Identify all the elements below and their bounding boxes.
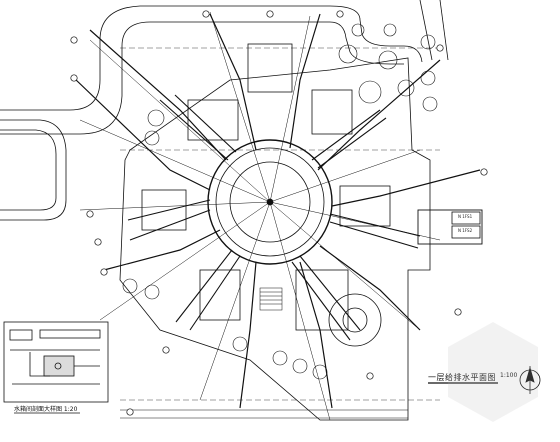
axis-lines <box>120 47 440 401</box>
existing-building-inner <box>0 129 57 211</box>
pipe-runs <box>73 13 481 409</box>
wedge-walls <box>127 94 421 341</box>
legend-box-inner-1 <box>451 211 481 225</box>
room-top-center <box>247 43 293 93</box>
detail-title: 水箱间剖面大样图 1:20 <box>14 406 78 413</box>
central-drum-outer <box>207 139 333 265</box>
central-drum-inner <box>229 161 311 243</box>
room-top-left <box>187 99 239 141</box>
room-right-center <box>339 185 391 227</box>
room-bottom-right <box>295 269 349 331</box>
room-right-upper <box>311 89 353 135</box>
stair <box>259 287 283 311</box>
round-pavilion-inner <box>342 307 368 333</box>
legend-label-2: N 1FS2 <box>458 228 473 233</box>
trees <box>122 34 438 380</box>
road-inner <box>0 21 404 135</box>
round-tables <box>338 23 415 104</box>
room-left <box>141 189 187 231</box>
watermark-logo-icon <box>448 322 538 422</box>
north-arrow-icon <box>519 366 541 394</box>
room-bottom-left <box>199 269 241 321</box>
axis-bubbles <box>70 10 488 416</box>
legend-box-inner-2 <box>451 225 481 239</box>
round-pavilion <box>328 293 382 347</box>
central-drum-mid <box>215 147 325 257</box>
building-outline <box>119 57 431 421</box>
legend-box <box>417 209 483 245</box>
road-outer <box>0 5 423 111</box>
drawing-scale: 1:100 <box>500 372 517 379</box>
legend-label-1: N 1FS1 <box>458 214 473 219</box>
detail-inset <box>3 321 109 403</box>
drawing-title: 一层给排水平面图 <box>428 372 496 383</box>
existing-building <box>0 119 67 221</box>
property-line-2 <box>439 0 449 61</box>
radial-gridlines <box>79 11 441 421</box>
property-line-1 <box>419 0 433 61</box>
